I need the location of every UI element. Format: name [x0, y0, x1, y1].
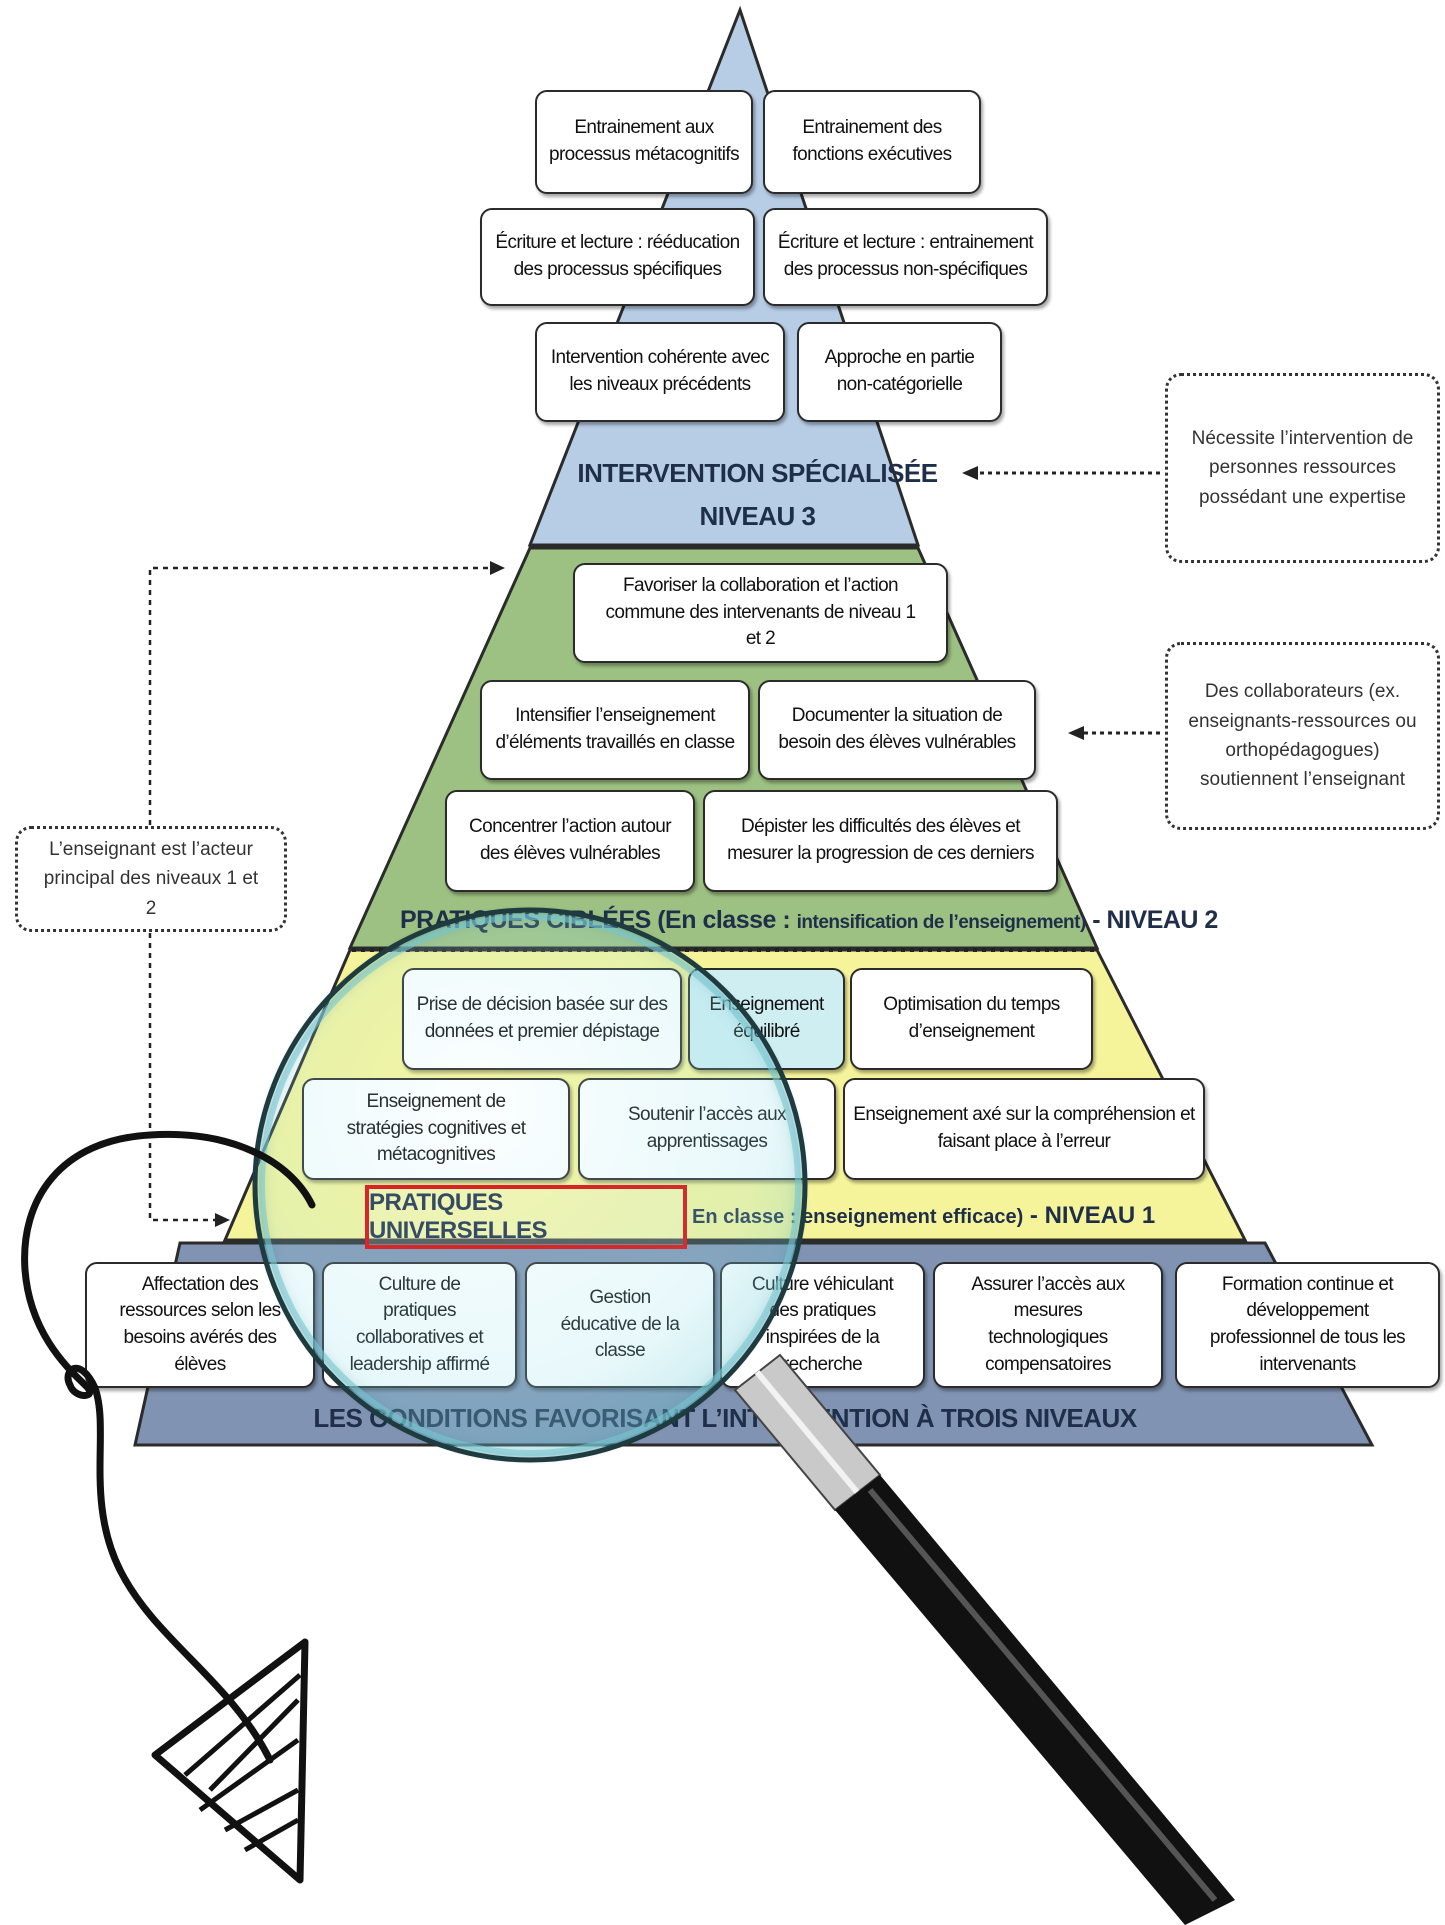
- level2-box-screening: Dépister les difficultés des élèves et m…: [703, 790, 1058, 892]
- level1-title-highlight: PRATIQUES UNIVERSELLES: [365, 1185, 687, 1249]
- level2-box-focus-vulnerable: Concentrer l’action autour des élèves vu…: [445, 790, 695, 892]
- teacher-note-connector-lower: [148, 933, 218, 1222]
- base-box-classroom-management: Gestion éducative de la classe: [525, 1262, 715, 1388]
- base-box-resources: Affectation des ressources selon les bes…: [85, 1262, 315, 1388]
- level1-box-strategies: Enseignement de stratégies cognitives et…: [302, 1078, 570, 1180]
- level1-title-sub: En classe : enseignement efficace): [692, 1206, 1024, 1228]
- level3-title: INTERVENTION SPÉCIALISÉE NIVEAU 3: [560, 452, 955, 538]
- level2-title-sub: intensification de l’enseignement): [796, 912, 1087, 933]
- level3-title-line1: INTERVENTION SPÉCIALISÉE: [577, 458, 938, 488]
- level1-title-end: - NIVEAU 1: [1023, 1202, 1156, 1229]
- level1-box-data-decisions: Prise de décision basée sur des données …: [402, 968, 682, 1070]
- teacher-side-note: L’enseignant est l’acteur principal des …: [15, 826, 287, 932]
- level2-side-note: Des collaborateurs (ex. enseignants-ress…: [1165, 642, 1440, 830]
- level2-title-end: - NIVEAU 2: [1085, 906, 1218, 934]
- teacher-connector-arrowhead-bottom: [215, 1213, 230, 1227]
- level3-box-metacognitive-training: Entrainement aux processus métacognitifs: [535, 90, 753, 194]
- teacher-connector-arrowhead-top: [490, 561, 505, 575]
- level2-connector-arrowhead: [1068, 726, 1084, 740]
- level3-side-note: Nécessite l’intervention de personnes re…: [1165, 373, 1440, 563]
- base-box-technology: Assurer l’accès aux mesures technologiqu…: [933, 1262, 1163, 1388]
- teacher-note-connector: [148, 566, 492, 825]
- level1-box-balanced-teaching: Enseignement équilibré: [688, 968, 845, 1070]
- level2-title: PRATIQUES CIBLÉES (En classe : intensifi…: [400, 906, 1218, 935]
- base-box-training: Formation continue et développement prof…: [1175, 1262, 1440, 1388]
- level1-box-access-learning: Soutenir l’accès aux apprentissages: [578, 1078, 836, 1180]
- level2-title-main: PRATIQUES CIBLÉES (En classe :: [400, 906, 797, 934]
- level3-box-non-specific-processes: Écriture et lecture : entrainement des p…: [763, 208, 1048, 306]
- level2-box-intensify-teaching: Intensifier l’enseignement d’éléments tr…: [480, 680, 750, 780]
- level3-box-specific-processes: Écriture et lecture : rééducation des pr…: [480, 208, 755, 306]
- level2-box-collaboration: Favoriser la collaboration et l’action c…: [573, 563, 948, 663]
- level3-connector-arrowhead: [962, 466, 978, 480]
- level1-box-understanding: Enseignement axé sur la compréhension et…: [843, 1078, 1205, 1180]
- base-box-research-culture: Culture véhiculant des pratiques inspiré…: [720, 1262, 925, 1388]
- base-box-collaborative-culture: Culture de pratiques collaboratives et l…: [322, 1262, 517, 1388]
- level3-box-coherent-intervention: Intervention cohérente avec les niveaux …: [535, 322, 785, 422]
- level1-title-rest: En classe : enseignement efficace) - NIV…: [692, 1202, 1155, 1230]
- level1-box-time-optimisation: Optimisation du temps d’enseignement: [850, 968, 1093, 1070]
- level3-box-non-categorical: Approche en partie non-catégorielle: [797, 322, 1002, 422]
- level2-box-document-needs: Documenter la situation de besoin des él…: [758, 680, 1036, 780]
- level3-box-executive-functions: Entrainement des fonctions exécutives: [763, 90, 981, 194]
- level3-title-line2: NIVEAU 3: [699, 501, 816, 531]
- base-title: LES CONDITIONS FAVORISANT L’INTERVENTION…: [313, 1403, 1137, 1433]
